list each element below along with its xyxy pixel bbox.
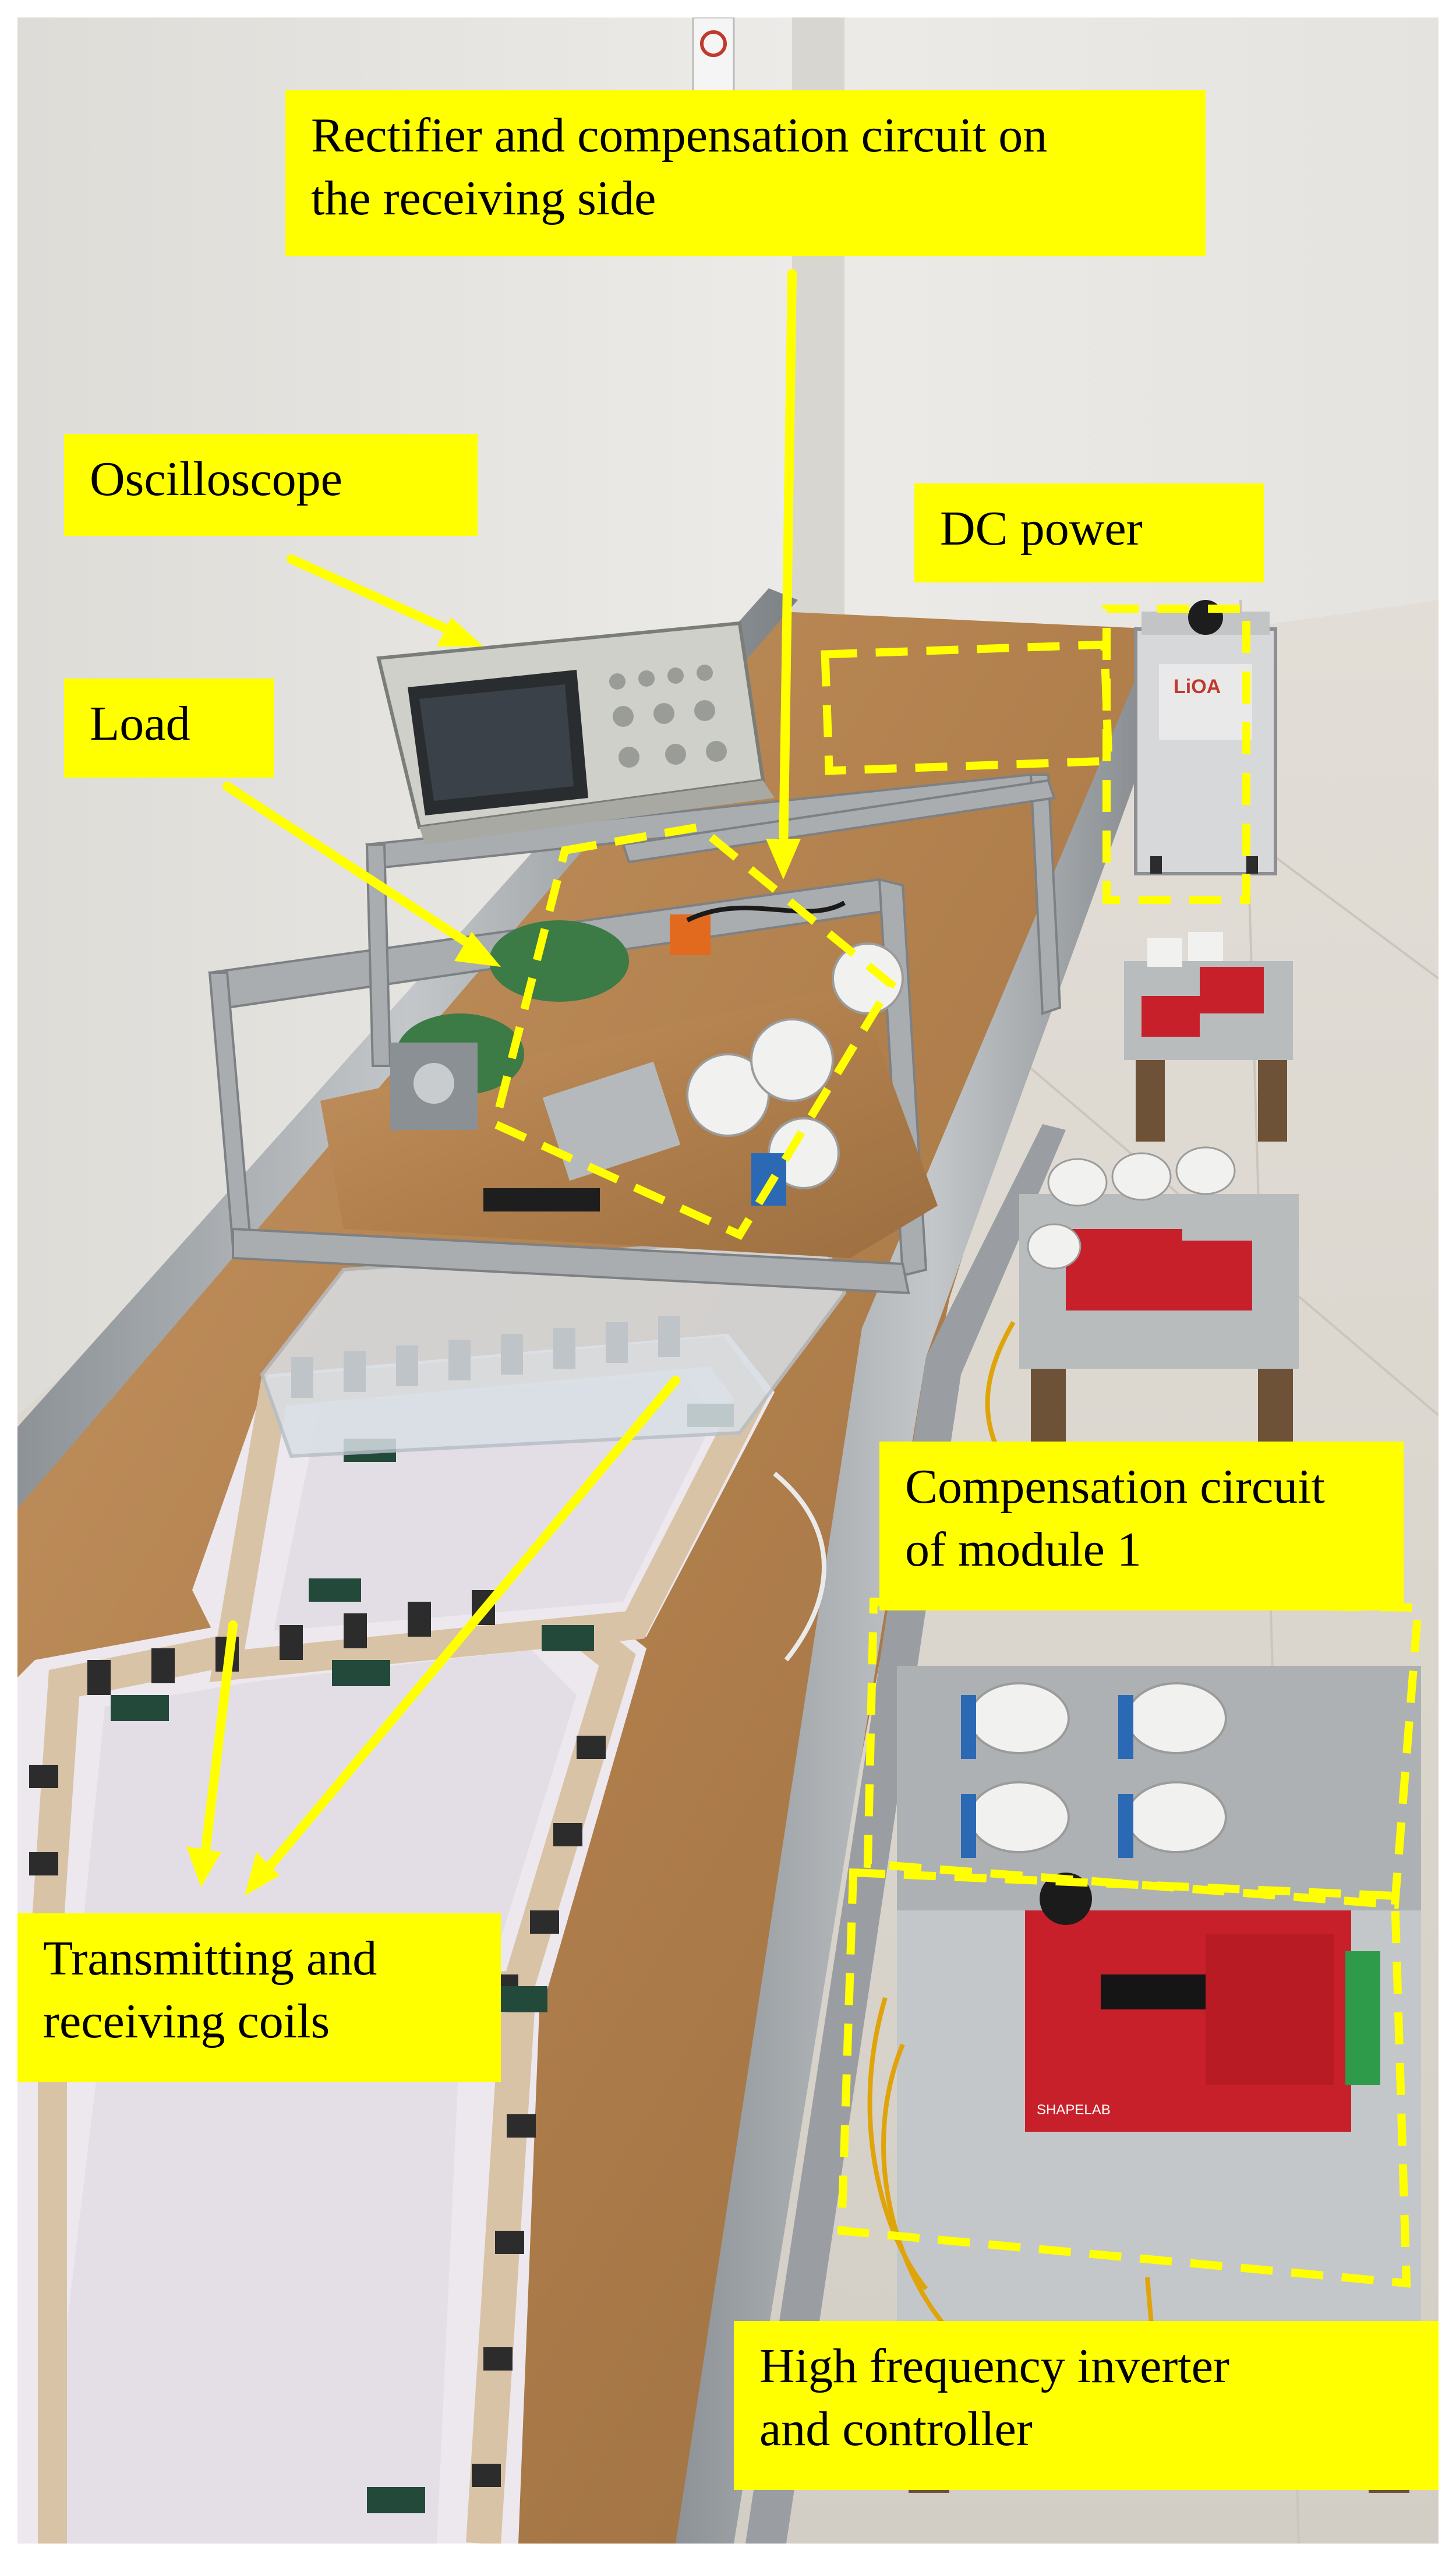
- pointer-arrows: [186, 269, 801, 1896]
- inverter-highlight: [837, 1868, 1411, 2288]
- far-transmitter-module: [1124, 932, 1293, 1142]
- right-rail: [676, 623, 1188, 2544]
- near-transmitter-module: SHAPELAB: [897, 1666, 1421, 2493]
- label-compensation: Compensation circuit of module 1: [879, 1442, 1404, 1610]
- rectifier-heatsink: [542, 1061, 681, 1181]
- oscilloscope-device: [376, 621, 775, 845]
- dc-power-supply: LiOA: [1134, 600, 1277, 875]
- test-bench-photo: LiOA: [17, 17, 1439, 2544]
- label-oscilloscope: Oscilloscope: [64, 434, 478, 536]
- rectifier-highlight: [821, 640, 1113, 775]
- label-coils: Transmitting and receiving coils: [17, 1913, 501, 2082]
- load-resistor: [390, 920, 629, 1130]
- receiver-highlight: [490, 822, 897, 1240]
- label-load: Load: [64, 679, 274, 778]
- dc-power-highlight: [1102, 605, 1250, 904]
- label-rectifier: Rectifier and compensation circuit on th…: [285, 90, 1206, 256]
- terminal-block: [483, 1188, 600, 1211]
- wiring: [686, 900, 1173, 2464]
- inverter-board-text: SHAPELAB: [1037, 2102, 1111, 2118]
- outer-rail: [745, 1124, 1066, 2544]
- transformer-brand-text: LiOA: [1174, 676, 1221, 698]
- label-inverter: High frequency inverter and controller: [734, 2321, 1439, 2490]
- label-dc-power: DC power: [914, 483, 1264, 582]
